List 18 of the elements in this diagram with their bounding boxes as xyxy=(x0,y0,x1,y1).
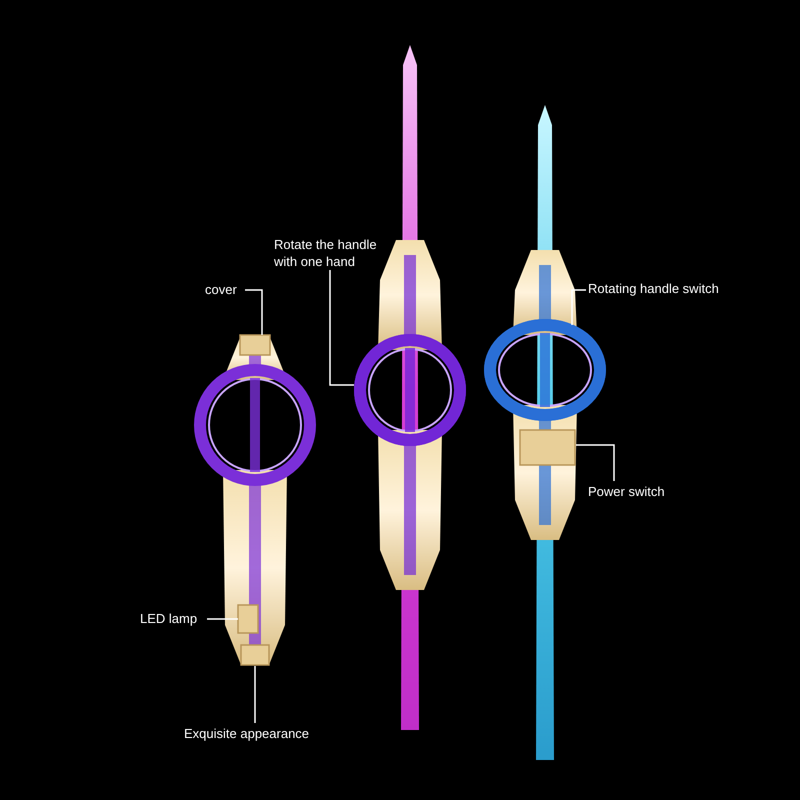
switch-section xyxy=(519,429,576,466)
handle-ring xyxy=(354,334,466,446)
leader-line xyxy=(576,444,615,481)
lamp-section xyxy=(237,604,259,634)
leader-line xyxy=(245,289,263,335)
callout-label: Rotate the handle with one hand xyxy=(274,236,384,270)
handle-ring xyxy=(484,319,606,421)
handle-end xyxy=(240,644,270,666)
leader-line xyxy=(571,289,586,325)
leader-line xyxy=(254,666,256,723)
callout-label: Rotating handle switch xyxy=(588,280,728,297)
callout-label: cover xyxy=(205,281,255,298)
callout-label: Power switch xyxy=(588,483,678,500)
leader-line xyxy=(329,270,354,386)
callout-label: LED lamp xyxy=(140,610,210,627)
callout-label: Exquisite appearance xyxy=(184,725,334,742)
handle-cap xyxy=(239,334,271,356)
leader-line xyxy=(207,618,238,620)
